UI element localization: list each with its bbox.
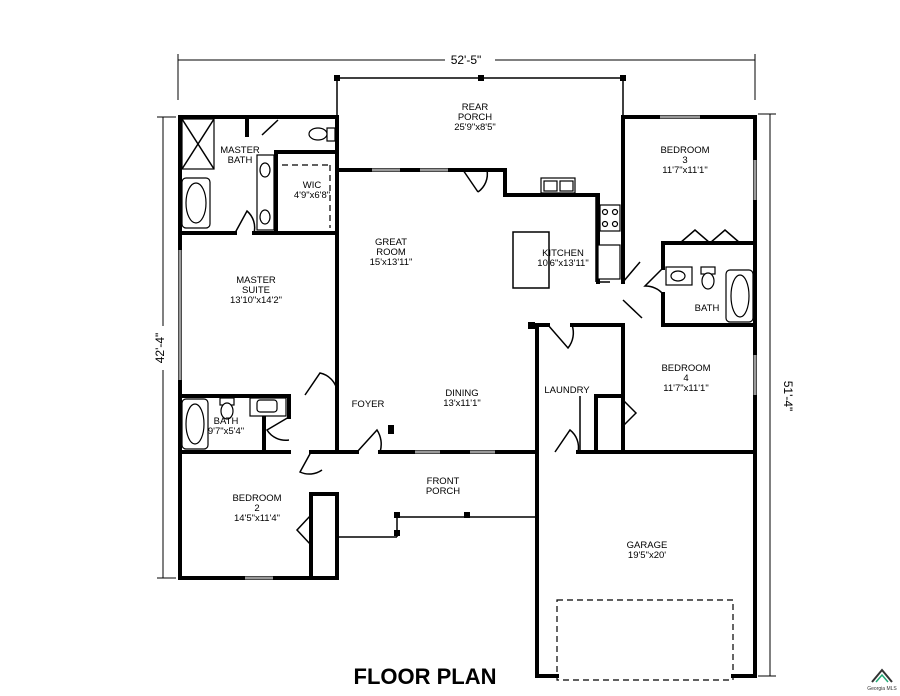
great-room-size: 15'x13'11"	[370, 257, 413, 268]
bedroom3-number: 3	[682, 155, 687, 166]
bedroom3-label: BEDROOM	[660, 145, 709, 156]
kitchen-label: KITCHEN	[542, 248, 584, 259]
garage-size: 19'5"x20'	[628, 550, 666, 561]
bedroom4-number: 4	[683, 373, 688, 384]
front-porch-label-1: FRONT	[427, 476, 460, 487]
bedroom2-number: 2	[254, 503, 259, 514]
foyer-label: FOYER	[352, 399, 385, 410]
bedroom3-size: 11'7"x11'1"	[662, 165, 707, 176]
windows	[178, 115, 757, 580]
bedroom2-label: BEDROOM	[232, 493, 281, 504]
georgia-mls-logo: Georgia MLS	[867, 668, 897, 692]
dining-label: DINING	[445, 388, 478, 399]
logo-text: Georgia MLS	[867, 686, 897, 692]
bath-left-label: BATH	[214, 416, 239, 427]
master-suite-label-2: SUITE	[242, 285, 270, 296]
doors	[234, 119, 741, 546]
front-porch-outline	[337, 322, 537, 538]
kitchen-size: 10'6"x13'11"	[537, 258, 588, 269]
bedroom4-size: 11'7"x11'1"	[663, 383, 708, 394]
wic-label: WIC	[303, 180, 322, 191]
bedroom4-label: BEDROOM	[661, 363, 710, 374]
great-room-label-2: ROOM	[376, 247, 406, 258]
bath-right-label: BATH	[695, 303, 720, 314]
rear-porch-label-1: REAR	[462, 102, 489, 113]
floor-plan-title: FLOOR PLAN	[354, 664, 497, 689]
right-depth-dimension: 51'-4"	[781, 381, 795, 412]
master-suite-size: 13'10"x14'2"	[230, 295, 282, 306]
master-bath-label-2: BATH	[228, 155, 253, 166]
dining-size: 13'x11'1"	[443, 398, 480, 409]
rear-porch-label-2: PORCH	[458, 112, 492, 123]
rear-porch-size: 25'9"x8'5"	[454, 122, 496, 133]
front-porch-label-2: PORCH	[426, 486, 460, 497]
great-room-label-1: GREAT	[375, 237, 407, 248]
wic-size: 4'9"x6'8"	[294, 190, 330, 201]
left-depth-dimension: 42'-4"	[153, 333, 167, 364]
garage-label: GARAGE	[627, 540, 668, 551]
garage-door	[556, 599, 734, 681]
master-suite-label-1: MASTER	[236, 275, 276, 286]
bath-left-size: 9'7"x5'4"	[208, 426, 244, 437]
room-labels: REAR PORCH 25'9"x8'5" MASTER BATH WIC 4'…	[208, 102, 720, 561]
laundry-label: LAUNDRY	[544, 385, 590, 396]
master-bath-label-1: MASTER	[220, 145, 260, 156]
bedroom2-size: 14'5"x11'4"	[234, 513, 280, 524]
fixtures	[181, 118, 754, 452]
overall-width-dimension: 52'-5"	[451, 53, 482, 67]
